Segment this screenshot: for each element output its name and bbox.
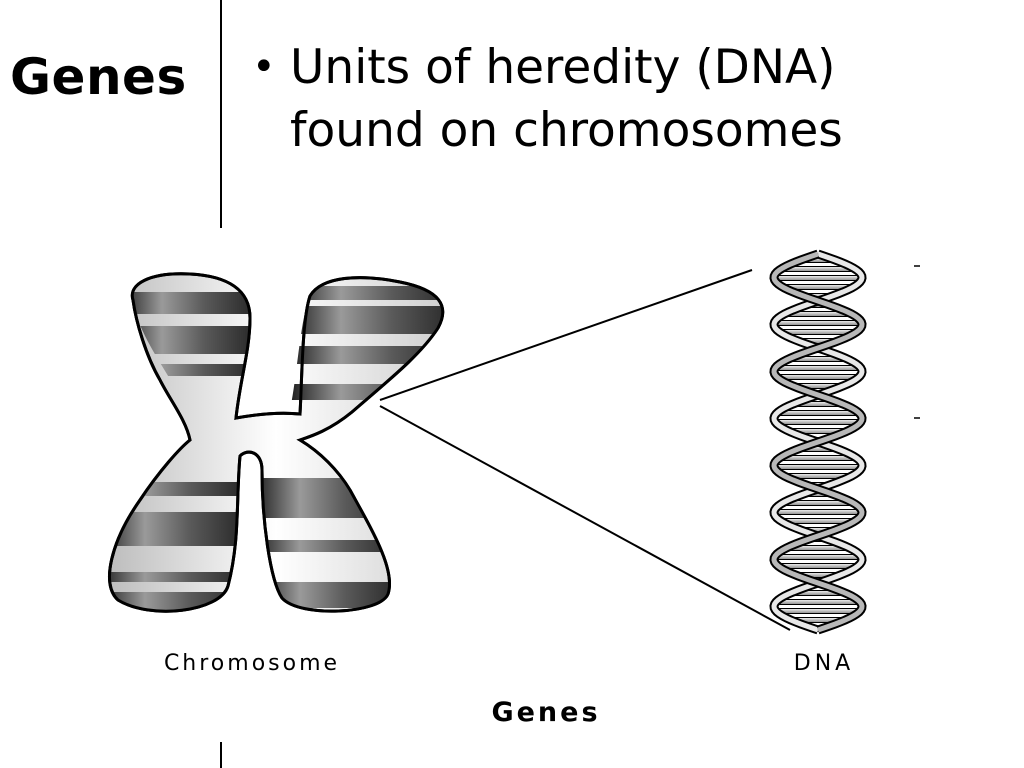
bullet-text: Units of heredity (DNA) found on chromos… <box>290 40 843 158</box>
zoom-line-top <box>379 269 753 401</box>
chromosome-label: Chromosome <box>164 651 340 676</box>
dna-base-pair <box>773 509 863 515</box>
dna-base-pair <box>774 365 862 371</box>
dna-helix <box>769 249 867 635</box>
genes-caption: Genes <box>491 697 600 728</box>
chromosome-bands-upper-right <box>290 286 443 400</box>
dna-base-pair <box>773 320 863 326</box>
bullet-dot: • <box>252 44 276 90</box>
chromosome-illustration <box>108 272 445 613</box>
dna-base-pair <box>775 599 861 605</box>
vertical-divider-top <box>220 0 222 228</box>
dna-base-pair <box>776 374 860 380</box>
bullet-item: • Units of heredity (DNA) found on chrom… <box>252 36 972 162</box>
dna-base-pair <box>773 464 863 470</box>
dna-base-pair <box>775 608 861 614</box>
vertical-divider-bottom <box>220 742 222 768</box>
dna-base-pair <box>773 275 863 281</box>
dna-base-pair <box>774 419 862 425</box>
dna-base-pair <box>776 410 860 416</box>
dna-base-pair <box>774 554 862 560</box>
dna-label: DNA <box>794 651 854 676</box>
dna-strand-2 <box>771 251 865 633</box>
zoom-line-bottom <box>379 405 791 631</box>
slide-title: Genes <box>10 48 187 106</box>
dna-base-pair <box>777 563 859 569</box>
